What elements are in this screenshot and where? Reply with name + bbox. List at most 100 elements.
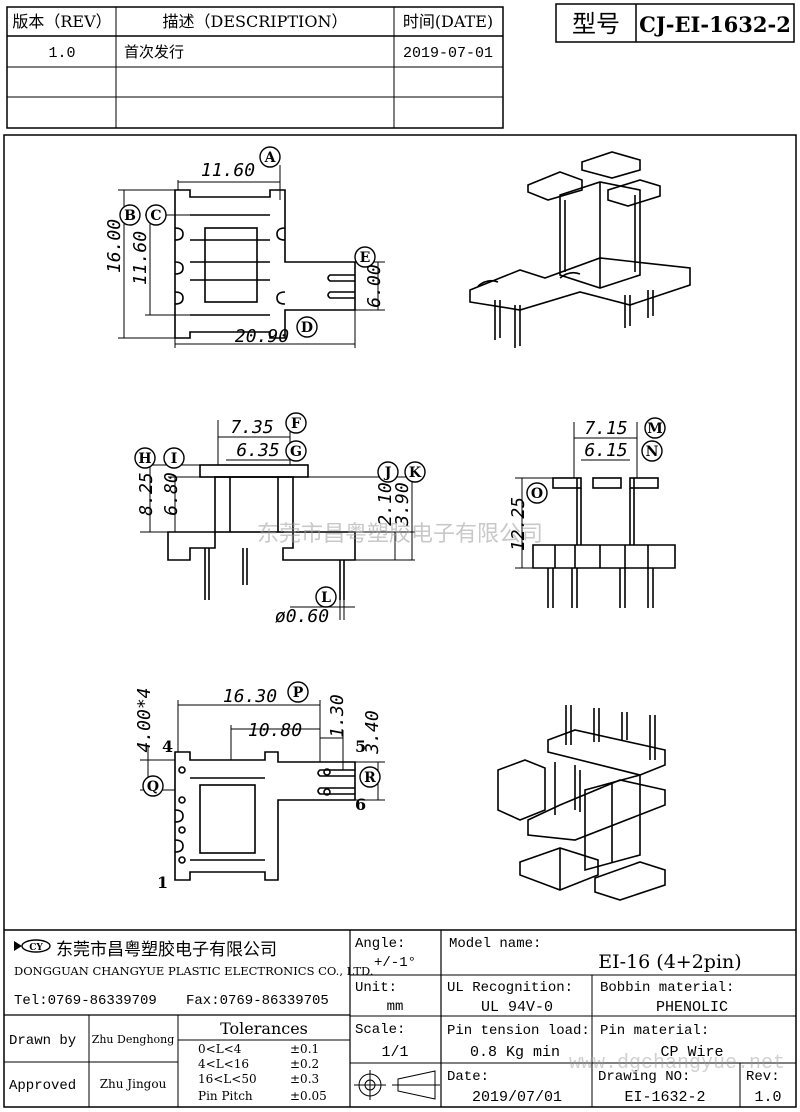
model-label: 型号 [572,10,620,38]
front-view [532,477,676,608]
bubble-M: M [647,421,663,437]
pin-material-label: Pin material: [600,1023,709,1039]
dim-C-value: 11.60 [130,231,151,285]
model-box [555,3,795,43]
dim-K-value: 3.90 [392,482,413,526]
angle-value: +/-1° [374,955,416,971]
bubble-D: D [301,320,313,336]
bubble-H: H [138,451,151,467]
dim-I-value: 6.80 [161,472,182,515]
dim-E-value: 6.00 [364,264,385,307]
dim-D-value: 20.90 [235,326,289,347]
pin-label-5: 5 [355,737,366,756]
bubble-B: B [124,208,136,224]
ul-label: UL Recognition: [447,980,573,996]
front-view-dim-lines [515,422,638,569]
scale-label: Scale: [355,1022,405,1038]
tolerance-value: ±0.3 [290,1072,319,1086]
drawn-by-label: Drawn by [9,1033,76,1049]
unit-label: Unit: [355,980,397,996]
dim-N-value: 6.15 [584,440,627,461]
unit-value: mm [387,999,404,1015]
bubble-Q: Q [147,779,159,795]
model-name-value: EI-16 (4+2pin) [598,951,741,973]
dim-P-value: 16.30 [223,686,277,707]
rev-row-description: 首次发行 [124,43,184,61]
dim-A-value: 11.60 [201,160,255,181]
dim-J-value: 2.10 [375,482,396,525]
bottom-view [174,751,356,881]
dim-pitch-v-value: 4.00*4 [134,687,155,752]
tolerances-title: Tolerances [220,1019,308,1038]
company-fax: Fax:0769-86339705 [186,993,329,1009]
iso-view-bottom [497,705,666,901]
projection-symbol-icon [354,1070,440,1100]
approved-value: Zhu Jingou [100,1077,167,1091]
ul-value: UL 94V-0 [481,999,553,1016]
drawing-frame [3,134,797,1108]
date-label: Date: [447,1069,489,1085]
bubble-N: N [646,444,659,460]
dimension-bubbles [119,146,666,797]
bubble-C: C [150,208,161,224]
bubble-K: K [409,465,422,481]
tolerance-range: 0<L<4 [198,1042,242,1056]
top-view-dim-lines [118,165,385,348]
title-block-grid [4,929,796,1107]
date-value: 2019/07/01 [472,1089,562,1106]
bubble-G: G [290,444,302,460]
rev-value: 1.0 [754,1089,781,1106]
tolerances-table: 0<L<4 ±0.1 4<L<16 ±0.2 16<L<50 ±0.3 Pin … [198,1042,327,1103]
rev-row-date: 2019-07-01 [403,45,493,62]
rev-header-description: 描述（DESCRIPTION） [163,12,348,31]
bubble-F: F [291,416,301,432]
scale-value: 1/1 [381,1044,408,1061]
company-logo: CY [14,939,51,953]
company-tel: Tel:0769-86339709 [14,993,157,1009]
bubble-E: E [360,250,371,266]
bubble-L: L [321,590,331,606]
drawn-by-value: Zhu Denghong [92,1033,175,1046]
tolerance-value: ±0.05 [290,1089,327,1103]
pin-material-value: CP Wire [660,1044,723,1061]
tolerance-range: Pin Pitch [198,1089,253,1103]
approved-label: Approved [9,1078,76,1094]
tolerance-value: ±0.2 [290,1057,319,1071]
watermark-text: 东莞市昌粤塑胶电子有限公司 [257,522,543,547]
rev-header-date: 时间(DATE) [403,12,493,31]
bubble-O: O [531,486,543,502]
bottom-view-dim-lines [140,700,385,801]
pin-label-6: 6 [355,795,366,814]
model-name-label: Model name: [449,936,541,952]
dim-M-value: 7.15 [584,418,627,439]
bobbin-label: Bobbin material: [600,980,734,996]
watermark-url: www.dgchangyue.net [569,1052,785,1075]
angle-label: Angle: [355,936,405,952]
model-value: CJ-EI-1632-2 [639,12,791,37]
dim-B-value: 16.00 [104,219,125,273]
pin-label-1: 1 [157,873,168,892]
company-name-en: DONGGUAN CHANGYUE PLASTIC ELECTRONICS CO… [14,964,373,978]
top-view [174,189,356,339]
dim-G-value: 6.35 [236,440,279,461]
logo-text: CY [29,943,43,953]
pin-tension-label: Pin tension load: [447,1023,590,1039]
bubble-R: R [364,770,376,786]
bubble-P: P [293,685,304,701]
pin-tension-value: 0.8 Kg min [470,1044,560,1061]
tolerance-range: 4<L<16 [198,1057,249,1071]
company-name-cn: 东莞市昌粤塑胶电子有限公司 [56,940,277,960]
dimension-bubble-letters: A B C D E F G H I J K L M N O P Q R [124,150,663,795]
drawing-no-value: EI-1632-2 [624,1089,705,1106]
dim-bottom-inner-value: 10.80 [248,720,302,741]
bubble-I: I [171,451,178,467]
dim-O-value: 12.25 [508,497,529,551]
drawing-no-label: Drawing NO: [598,1069,690,1085]
rev-row-version: 1.0 [48,45,75,62]
tolerance-range: 16<L<50 [198,1072,257,1086]
bobbin-value: PHENOLIC [656,999,728,1016]
dim-L-value: ø0.60 [275,606,329,627]
tolerance-value: ±0.1 [290,1042,319,1056]
bubble-J: J [383,465,392,481]
